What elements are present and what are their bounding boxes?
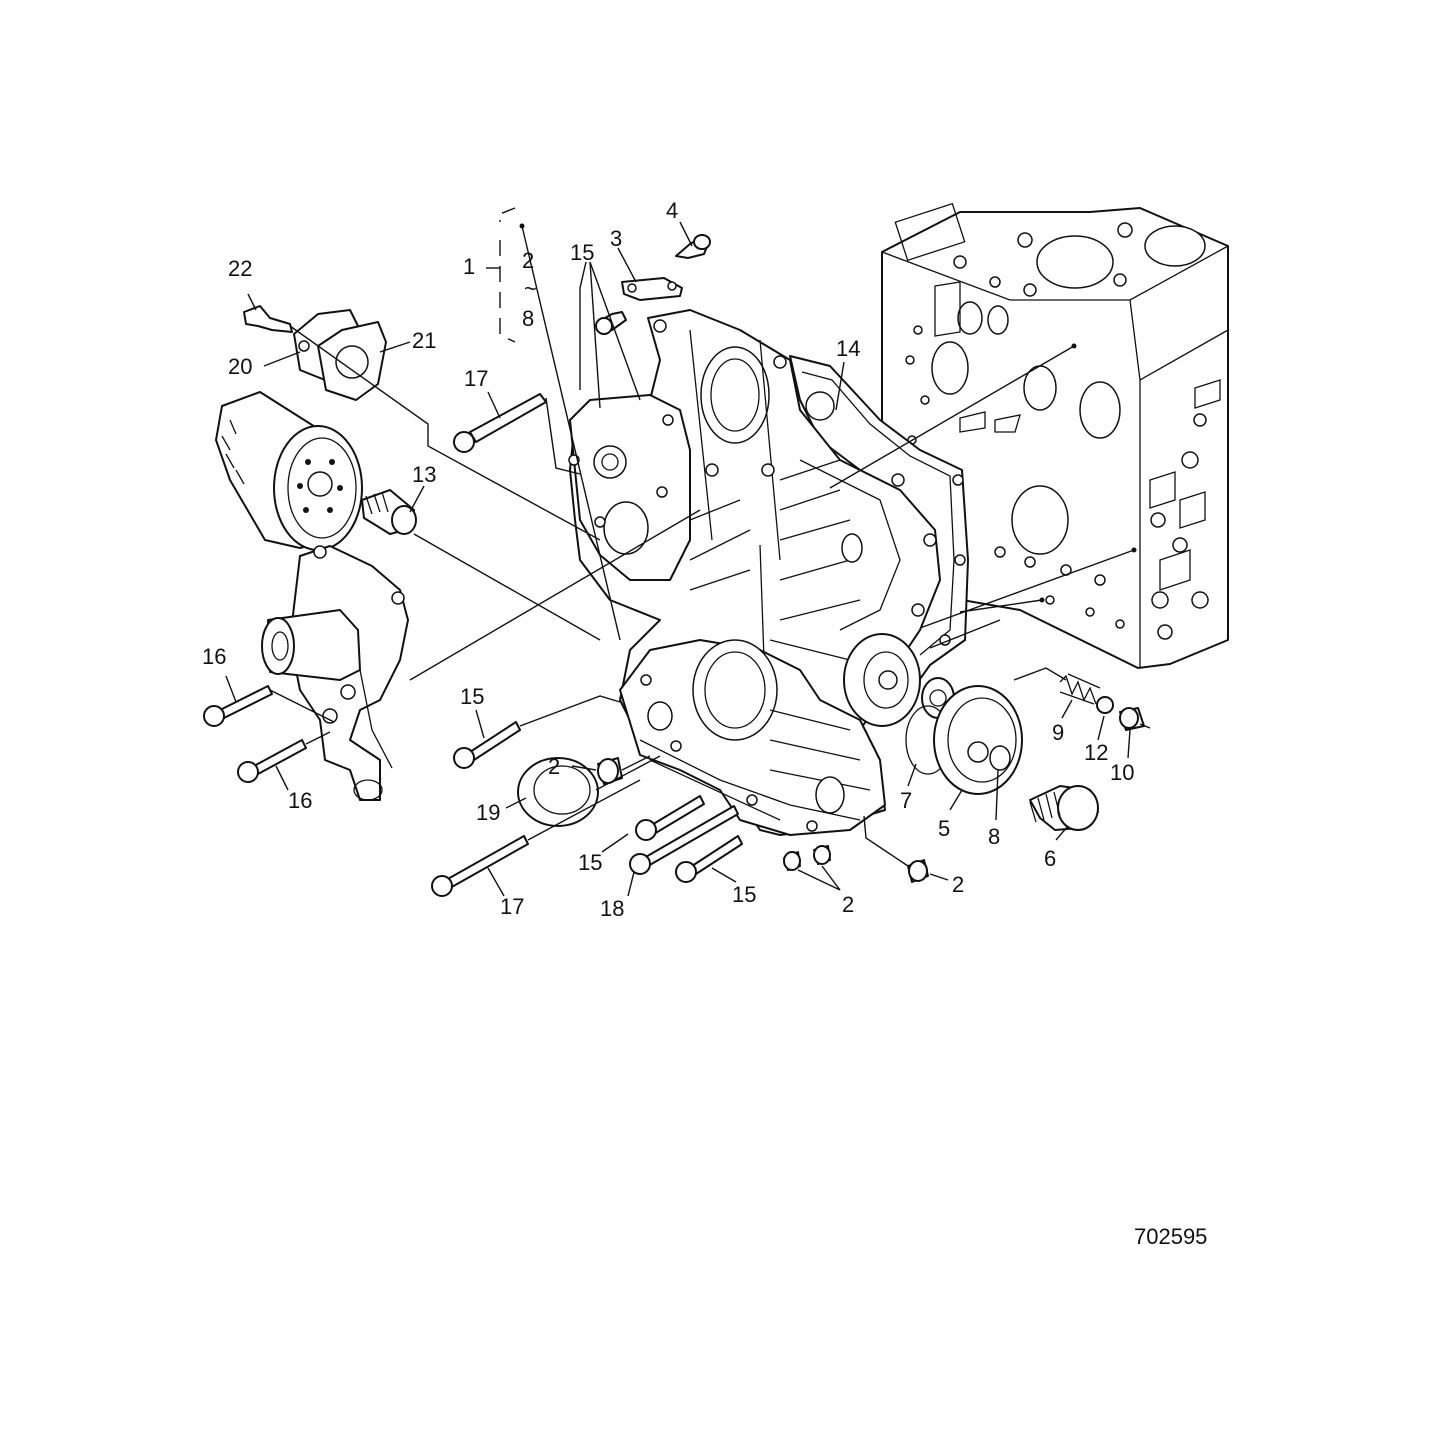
callout-22: 22 (228, 256, 252, 281)
callout-labels: 1 2 ~ 8 3 4 15 14 22 20 21 17 13 16 16 1… (202, 198, 1207, 1249)
thermostat-gasket (317, 321, 387, 401)
bolt-18 (629, 805, 739, 875)
filter-nipple (361, 489, 417, 535)
callout-21: 21 (412, 328, 436, 353)
callout-2-bottom: 2 (842, 892, 854, 917)
callout-19: 19 (476, 800, 500, 825)
callout-17-lower: 17 (500, 894, 524, 919)
range-tilde: ~ (524, 276, 537, 301)
callout-15-lower-b: 15 (732, 882, 756, 907)
relief-valve-ball (1096, 696, 1114, 714)
callout-18: 18 (600, 896, 624, 921)
bolt-15-lower-a (635, 795, 705, 841)
bracket (621, 277, 683, 301)
plug-2-bottom-b (813, 845, 831, 865)
callout-2-right: 2 (952, 872, 964, 897)
callout-12: 13 (412, 462, 436, 487)
callout-17-upper: 17 (464, 366, 488, 391)
bolt-16-lower (237, 739, 307, 783)
relief-valve-cover (933, 685, 1023, 795)
water-pump (261, 545, 409, 801)
bolt-16-upper (203, 685, 273, 727)
callout-3: 3 (610, 226, 622, 251)
callout-16-lower: 16 (288, 788, 312, 813)
oil-seal (517, 757, 599, 827)
flange-bolt (243, 305, 293, 333)
callout-7: 7 (900, 788, 912, 813)
callout-13: 14 (836, 336, 860, 361)
callout-9: 9 (1052, 720, 1064, 745)
callout-1: 1 (463, 254, 475, 279)
callout-15-lower-a: 15 (578, 850, 602, 875)
oil-filter (215, 391, 363, 551)
callout-15-left: 15 (460, 684, 484, 709)
housing-bolt (595, 311, 627, 335)
callout-2-range-start: 2 (522, 248, 534, 273)
bolt-17-lower (431, 835, 529, 897)
bolt-15-left (453, 721, 521, 769)
leader-lines (225, 207, 1151, 897)
bolt-17-upper (453, 393, 547, 453)
relief-valve-sleeve (1119, 707, 1145, 731)
callout-2-left: 2 (548, 754, 560, 779)
callout-16-upper: 16 (202, 644, 226, 669)
callout-5: 5 (938, 816, 950, 841)
relief-valve-plug (1029, 785, 1099, 831)
plug-2-right (907, 859, 929, 883)
plug-2-left (597, 757, 623, 785)
callout-10: 10 (1110, 760, 1134, 785)
figure-number: 702595 (1134, 1224, 1207, 1249)
relief-valve-spring (1059, 673, 1101, 705)
callout-8-range-end: 8 (522, 306, 534, 331)
bracket-bolt (675, 234, 711, 259)
plug-2-bottom-a (783, 851, 801, 871)
callout-14: 15 (570, 240, 594, 265)
callout-8: 8 (988, 824, 1000, 849)
callout-4: 4 (666, 198, 678, 223)
callout-20: 20 (228, 354, 252, 379)
callout-6: 6 (1044, 846, 1056, 871)
bolt-15-lower-b (675, 835, 743, 883)
callout-11: 12 (1084, 740, 1108, 765)
